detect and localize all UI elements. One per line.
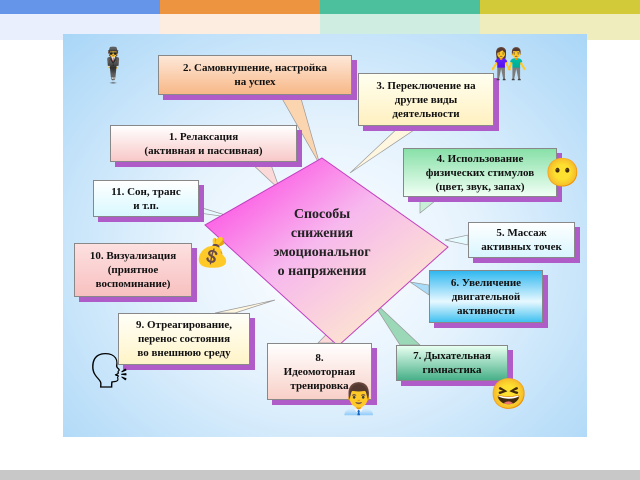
item-physical-stimuli: 4. Использование физических стимулов (цв… [403,148,557,197]
cartoon-writing-man-icon: 👨‍💼 [340,383,378,416]
item-text: другие виды [394,93,458,106]
item-text: тренировка [290,379,349,392]
theme-bar-blue [0,0,160,14]
cartoon-laughing-man-icon: 😆 [490,378,528,411]
center-title: Способы снижения эмоциональног о напряже… [262,205,382,281]
item-text: 3. Переключение на [376,79,476,92]
item-motor-activity: 6. Увеличение двигательной активности [429,270,543,323]
item-text: Идеомоторная [283,365,356,378]
item-relaxation: 1. Релаксация (активная и пассивная) [110,125,297,162]
item-sleep-trance: 11. Сон, транс и т.п. [93,180,199,217]
item-massage: 5. Массаж активных точек [468,222,575,258]
item-text: перенос состояния [137,333,231,345]
theme-bar-teal [320,0,480,14]
item-text: 10. Визуализация [89,250,177,262]
theme-bar-orange [160,0,320,14]
item-text: физических стимулов [425,166,535,179]
item-text: (приятное [107,264,159,276]
item-text: во внешнюю среду [137,347,231,359]
item-abreaction: 9. Отреагирование, перенос состояния во … [118,313,250,365]
center-line: Способы [293,207,351,222]
cartoon-face-icon: 😶 [545,158,580,189]
item-text: активности [457,304,515,317]
center-line: о напряжения [277,264,367,279]
item-text: двигательной [451,290,521,303]
item-text: 5. Массаж [496,227,547,239]
item-text: на успех [234,76,276,88]
item-text: и т.п. [133,199,159,212]
item-breathing: 7. Дыхательная гимнастика [396,345,508,381]
center-line: эмоциональног [273,245,371,260]
item-self-suggestion: 2. Самовнушение, настройка на успех [158,55,352,95]
item-visualization: 10. Визуализация (приятное воспоминание) [74,243,192,297]
item-text: 11. Сон, транс [111,185,181,198]
item-text: 2. Самовнушение, настройка [183,62,327,74]
item-text: 8. [315,351,324,364]
item-text: 7. Дыхательная [413,350,491,362]
item-text: (цвет, звук, запах) [435,180,525,193]
theme-bar-yellow [480,0,640,14]
item-text: (активная и пассивная) [144,144,263,157]
item-text: 9. Отреагирование, [135,319,233,331]
cartoon-couple-icon: 👫 [490,48,528,81]
item-text: деятельности [392,107,460,120]
item-text: воспоминание) [95,278,171,290]
center-line: снижения [290,226,354,241]
item-text: гимнастика [422,364,482,376]
item-switching: 3. Переключение на другие виды деятельно… [358,73,494,126]
cartoon-shouting-man-icon: 🗣 [88,353,132,390]
footer-bar [0,470,640,480]
item-ideomotor: 8. Идеомоторная тренировка [267,343,372,400]
item-text: 4. Использование [436,152,524,165]
cartoon-man-icon: 🕴 [92,48,135,85]
item-text: активных точек [481,241,562,253]
item-text: 6. Увеличение [450,276,522,289]
cartoon-moneybag-icon: 💰 [195,238,230,269]
item-text: 1. Релаксация [168,130,239,143]
